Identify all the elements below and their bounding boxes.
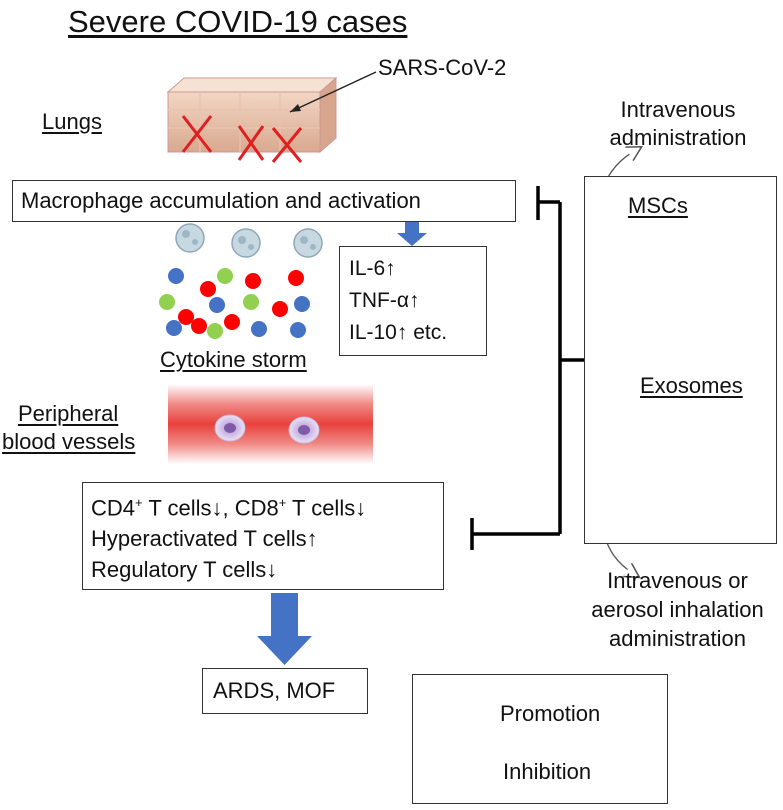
legend-box: [412, 674, 668, 804]
macrophage-box: Macrophage accumulation and activation: [12, 180, 516, 222]
outcome-text: ARDS, MOF: [213, 678, 336, 703]
peripheral-label-line1: Peripheral: [18, 401, 119, 426]
tcell-line1: CD4+ T cells↓, CD8+ T cells↓: [91, 495, 367, 521]
promotion-arrow-small: [397, 221, 427, 246]
blood-vessel-image: [168, 384, 373, 464]
page-title: Severe COVID-19 cases: [68, 4, 408, 39]
virus-pointer-head: [290, 104, 301, 112]
tcell-line2: Hyperactivated T cells↑: [91, 526, 318, 552]
tcell-box: CD4+ T cells↓, CD8+ T cells↓ Hyperactiva…: [82, 482, 444, 590]
therapy-panel: [584, 176, 777, 544]
lung-tissue-image: [166, 76, 338, 154]
cytokine-box: IL-6↑ TNF-α↑ IL-10↑ etc.: [339, 246, 487, 356]
cytokine-il10: IL-10↑ etc.: [349, 321, 448, 344]
exosomes-label: Exosomes: [640, 373, 743, 398]
msc-label: MSCs: [628, 193, 688, 218]
legend-inhibition-label: Inhibition: [503, 759, 592, 784]
peripheral-label-line2: blood vessels: [2, 429, 136, 454]
damage-x-marks: [181, 115, 303, 163]
virus-pointer-line: [289, 71, 377, 113]
cytokine-storm-label: Cytokine storm: [160, 347, 307, 372]
virus-label: SARS-CoV-2: [378, 55, 507, 80]
promotion-arrow-large: [257, 593, 312, 665]
inhibition-connectors: [470, 186, 584, 550]
iv-label: Intravenous administration: [609, 97, 747, 150]
cytokine-dots: [159, 268, 310, 339]
legend-promotion-label: Promotion: [500, 701, 601, 726]
outcome-box: ARDS, MOF: [202, 668, 368, 714]
cytokine-il6: IL-6↑: [349, 257, 396, 280]
macrophage-cells: [175, 223, 323, 258]
macrophage-text: Macrophage accumulation and activation: [21, 188, 421, 213]
lungs-label: Lungs: [42, 109, 102, 134]
cytokine-tnf: TNF-α↑: [349, 289, 420, 312]
tcell-line3: Regulatory T cells↓: [91, 557, 278, 583]
aerosol-label: Intravenous or aerosol inhalation admini…: [591, 568, 764, 651]
